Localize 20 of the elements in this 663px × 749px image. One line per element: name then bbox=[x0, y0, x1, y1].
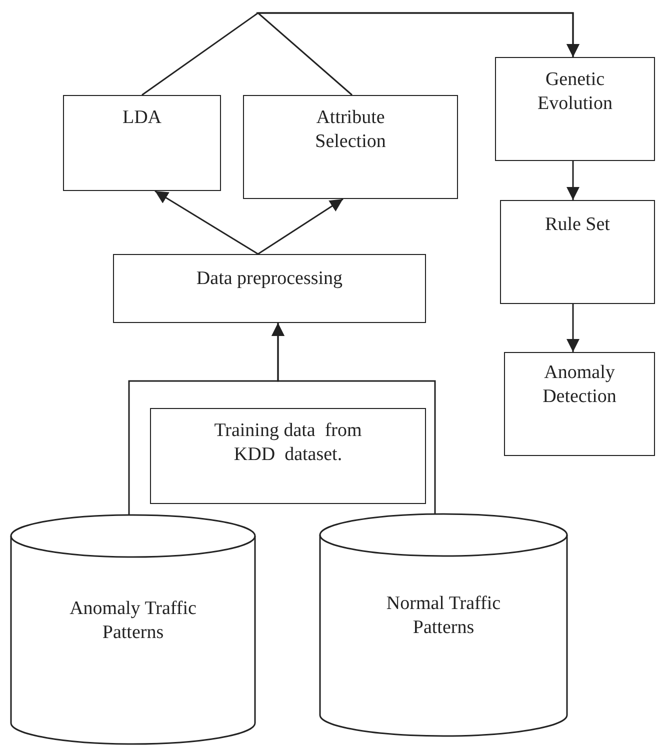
process-box bbox=[150, 408, 426, 504]
process-box bbox=[500, 200, 655, 304]
arrow bbox=[154, 190, 258, 255]
node-label: Genetic Evolution bbox=[536, 68, 614, 116]
node-label: Rule Set bbox=[545, 213, 610, 237]
node-label: Attribute Selection bbox=[314, 106, 387, 154]
arrow bbox=[272, 323, 436, 514]
node-label: Training data from KDD dataset. bbox=[213, 419, 363, 466]
node-label: Anomaly Detection bbox=[542, 361, 618, 408]
arrow bbox=[256, 12, 580, 96]
arrow bbox=[258, 198, 344, 255]
arrow bbox=[566, 304, 580, 352]
process-box bbox=[63, 95, 221, 191]
process-box bbox=[504, 352, 655, 456]
node-label: Data preprocessing bbox=[196, 267, 343, 291]
process-box bbox=[243, 95, 458, 199]
node-label: LDA bbox=[122, 106, 162, 130]
arrow bbox=[566, 161, 580, 200]
process-box bbox=[495, 57, 655, 161]
process-box bbox=[113, 254, 426, 323]
